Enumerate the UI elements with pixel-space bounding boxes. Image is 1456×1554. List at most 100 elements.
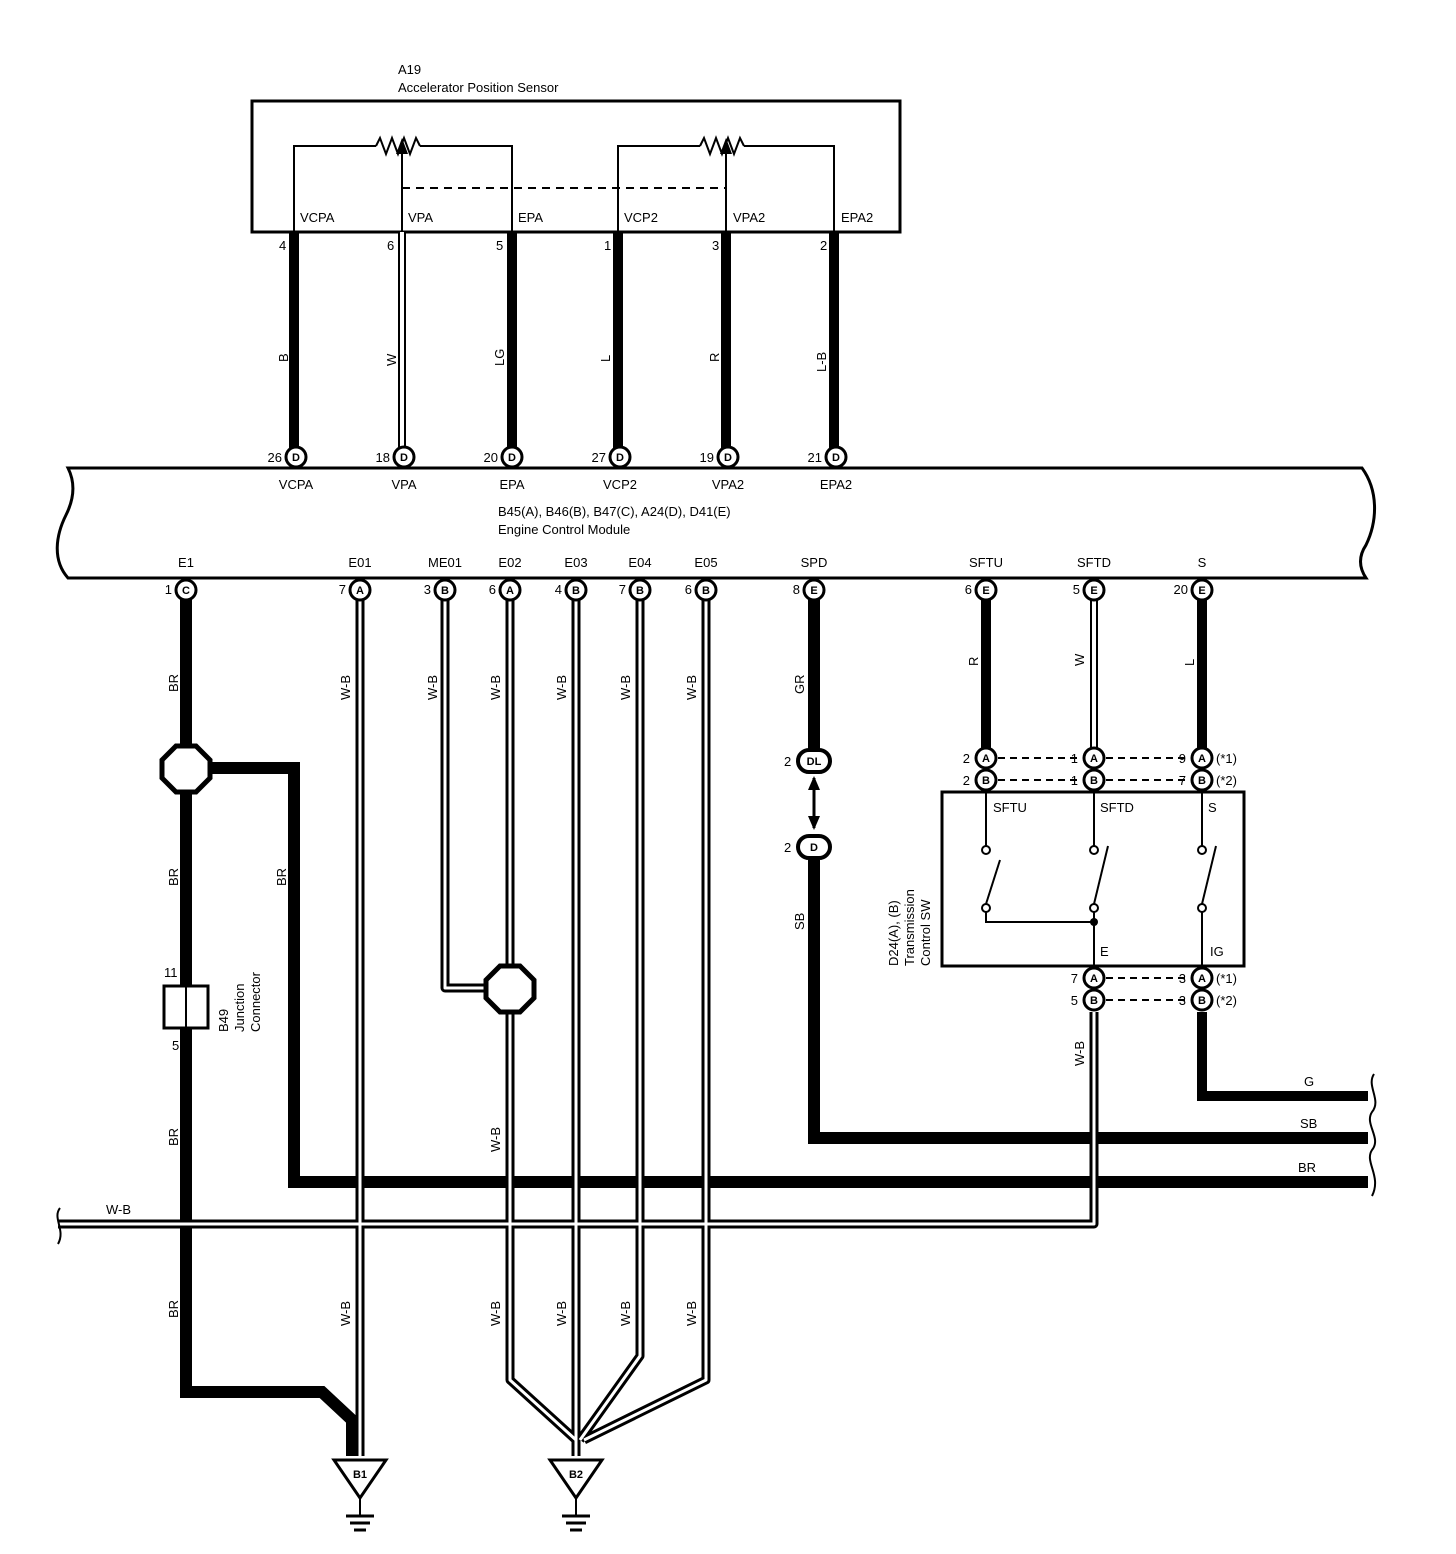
accelerator-position-sensor: A19 Accelerator Position Sensor VCPA VPA… [250, 62, 902, 253]
sensor-name: Accelerator Position Sensor [398, 80, 559, 95]
bot-b-c2-letter: B [1198, 995, 1206, 1007]
ground-b2-label: B2 [569, 1469, 583, 1481]
ecm-pin-26: 26 [268, 450, 282, 465]
wc-e01-lower: W-B [338, 1301, 353, 1326]
wire-e-wb-inner [58, 1012, 1096, 1226]
conn-d-18-letter: D [400, 452, 408, 464]
splice-wb [483, 963, 537, 1015]
bot-b-p1: 5 [1071, 993, 1078, 1008]
pin-3: 3 [712, 238, 719, 253]
bot-b-c1-letter: B [1090, 995, 1098, 1007]
sw-name2: Control SW [918, 899, 933, 966]
ecm-name-e01: E01 [348, 555, 371, 570]
row-a-c3 [1190, 746, 1214, 770]
ecm-pin-sftd: 5 [1073, 582, 1080, 597]
ecm-pin-e05: 6 [685, 582, 692, 597]
term-vpa2: VPA2 [733, 210, 765, 225]
ecm-name: Engine Control Module [498, 522, 630, 537]
ecm-top-pins: D 26 VCPA D 18 VPA D 20 EPA D 27 VCP2 D … [268, 445, 852, 492]
ecm-pin-me01: 3 [424, 582, 431, 597]
sw2-top-contact [1089, 845, 1099, 855]
conn-e-6 [974, 578, 998, 602]
sw2-bottom-contact [1089, 903, 1099, 913]
ecm-pin-19: 19 [700, 450, 714, 465]
conn-b-4 [564, 578, 588, 602]
conn-b-7-letter: B [636, 585, 644, 597]
bot-a-c1-letter: A [1090, 973, 1098, 985]
engine-control-module: B45(A), B46(B), B47(C), A24(D), D41(E) E… [55, 466, 1376, 580]
ecm-name-sftu: SFTU [969, 555, 1003, 570]
conn-d-19-letter: D [724, 452, 732, 464]
conn-e-6-letter: E [982, 585, 989, 597]
right-break [1369, 1073, 1377, 1197]
sw1-bottom-contact [981, 903, 991, 913]
ecm-name-e02: E02 [498, 555, 521, 570]
pin-4: 4 [279, 238, 286, 253]
conn-e-5 [1082, 578, 1106, 602]
wc-right-br: BR [1298, 1160, 1316, 1175]
term-vpa: VPA [408, 210, 433, 225]
ecm-name-e03: E03 [564, 555, 587, 570]
wc-e02: W-B [488, 675, 503, 700]
conn-a-7 [348, 578, 372, 602]
sensor-id: A19 [398, 62, 421, 77]
conn-c-1-letter: C [182, 585, 190, 597]
conn-b-3-letter: B [441, 585, 449, 597]
ground-b2-triangle [547, 1458, 605, 1501]
ecm-pin-21: 21 [808, 450, 822, 465]
wc-e02-lower2: W-B [488, 1301, 503, 1326]
wc-e01: W-B [338, 675, 353, 700]
row-b-c1-letter: B [982, 775, 990, 787]
conn-e-20 [1190, 578, 1214, 602]
ecm-name-me01: ME01 [428, 555, 462, 570]
ground-b2: B2 [547, 1458, 605, 1532]
ecm-name-e05: E05 [694, 555, 717, 570]
wire-color-l: L [598, 355, 613, 362]
pot2-wiper-arrow [720, 138, 732, 154]
sw-term-e: E [1100, 944, 1109, 959]
sw-id: D24(A), (B) [886, 900, 901, 966]
sw-term-s: S [1208, 800, 1217, 815]
row-b-p2: 1 [1071, 773, 1078, 788]
bot-b-note: (*2) [1216, 993, 1237, 1008]
ecm-pin-sftu: 6 [965, 582, 972, 597]
ecm-name-vpa: VPA [391, 477, 416, 492]
bot-a-c1 [1082, 966, 1106, 990]
ecm-pin-e04: 7 [619, 582, 626, 597]
row-b-p1: 2 [963, 773, 970, 788]
pin-6: 6 [387, 238, 394, 253]
bot-a-c2-letter: A [1198, 973, 1206, 985]
term-vcp2: VCP2 [624, 210, 658, 225]
ecm-name-epa: EPA [499, 477, 524, 492]
wb-wires-inner [58, 592, 1096, 1456]
wire-e1-br [180, 590, 358, 1456]
term-vcpa: VCPA [300, 210, 335, 225]
wc-me01: W-B [425, 675, 440, 700]
wire-br-branch [206, 762, 1368, 1188]
row-b-c1 [974, 768, 998, 792]
wire-color-b: B [276, 353, 291, 362]
conn-a-7-letter: A [356, 585, 364, 597]
bot-a-c2 [1190, 966, 1214, 990]
wc-e02-lower: W-B [488, 1127, 503, 1152]
ecm-pin-s: 20 [1174, 582, 1188, 597]
sensor-box [250, 99, 902, 234]
wire-e05-inner [583, 592, 708, 1442]
sw3-top-contact [1197, 845, 1207, 855]
ecm-name-s: S [1198, 555, 1207, 570]
row-a-p2: 1 [1071, 751, 1078, 766]
wire-color-lb: L-B [814, 352, 829, 372]
bot-b-p2: 3 [1179, 993, 1186, 1008]
junction-connector: 11 5 B49 Junction Connector [162, 965, 263, 1053]
wire-sb [808, 860, 1368, 1144]
ecm-name-epa2: EPA2 [820, 477, 852, 492]
row-b-note: (*2) [1216, 773, 1237, 788]
wc-right-g: G [1304, 1074, 1314, 1089]
splice-br [159, 743, 213, 795]
sw-term-ig: IG [1210, 944, 1224, 959]
ecm-name-vpa2: VPA2 [712, 477, 744, 492]
ecm-pin-e01: 7 [339, 582, 346, 597]
wc-br-3: BR [166, 1128, 181, 1146]
wc-s: L [1182, 659, 1197, 666]
pin-5: 5 [496, 238, 503, 253]
